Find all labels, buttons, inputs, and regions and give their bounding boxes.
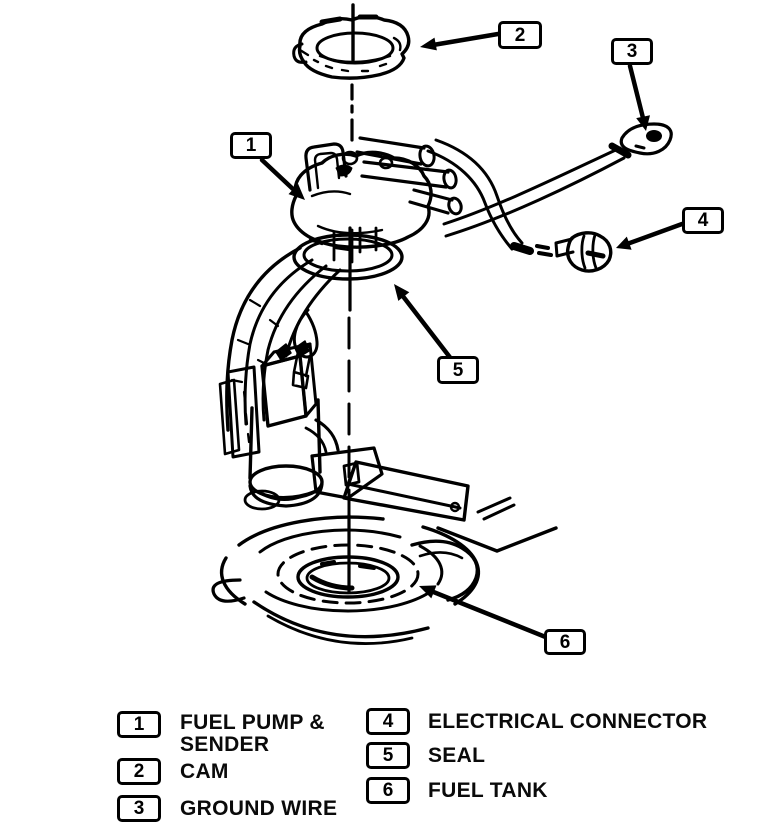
legend-label-fuel-tank: FUEL TANK: [428, 779, 548, 802]
seal-drawing: [292, 233, 404, 281]
legend-label-fuel-pump-sender: FUEL PUMP & SENDER: [180, 712, 325, 756]
legend-num-2: 2: [117, 758, 161, 785]
cam-ring-drawing: [292, 14, 411, 80]
callout-arrow-2: [420, 31, 501, 51]
callout-box-1: 1: [230, 132, 272, 159]
callout-arrow-3: [627, 63, 650, 131]
legend-row-electrical-connector: 4 ELECTRICAL CONNECTOR: [366, 708, 707, 735]
callout-box-3: 3: [611, 38, 653, 65]
fuel-tank-drawing: [211, 496, 558, 645]
legend-row-fuel-pump-sender: 1 FUEL PUMP & SENDER: [117, 711, 325, 756]
electrical-connector-drawing: [426, 138, 613, 273]
callout-box-5: 5: [437, 356, 479, 384]
callout-arrow-5: [394, 284, 455, 363]
ground-wire-drawing: [442, 122, 673, 238]
legend-row-fuel-tank: 6 FUEL TANK: [366, 777, 548, 804]
legend-label-line: FUEL PUMP &: [180, 711, 325, 734]
legend-num-1: 1: [117, 711, 161, 738]
callout-arrow-6: [419, 585, 551, 641]
callout-box-6: 6: [544, 629, 586, 655]
callout-box-4: 4: [682, 207, 724, 234]
legend-label-seal: SEAL: [428, 744, 486, 767]
callout-box-2: 2: [498, 21, 542, 49]
callout-arrows: [259, 31, 685, 641]
callout-arrow-4: [616, 221, 685, 250]
legend-label-electrical-connector: ELECTRICAL CONNECTOR: [428, 710, 708, 733]
legend-num-3: 3: [117, 795, 161, 822]
legend-num-6: 6: [366, 777, 410, 804]
legend-row-seal: 5 SEAL: [366, 742, 485, 769]
legend-label-line: SENDER: [180, 733, 270, 756]
legend-row-cam: 2 CAM: [117, 758, 229, 785]
legend-label-cam: CAM: [180, 760, 229, 783]
legend-num-5: 5: [366, 742, 410, 769]
legend-num-4: 4: [366, 708, 410, 735]
legend-row-ground-wire: 3 GROUND WIRE: [117, 795, 337, 822]
fuel-pump-sender-drawing: [218, 136, 470, 522]
legend-label-ground-wire: GROUND WIRE: [180, 797, 338, 820]
callout-arrow-1: [259, 157, 305, 200]
